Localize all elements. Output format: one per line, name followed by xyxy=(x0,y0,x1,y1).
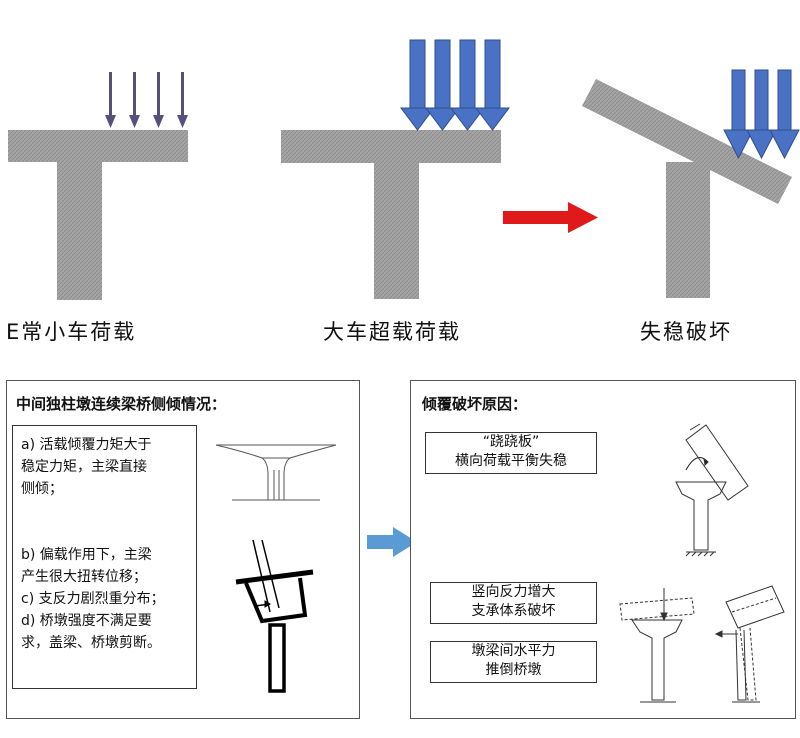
heavy-load-arrows xyxy=(400,39,510,131)
caption-overload: 大车超载荷载 xyxy=(323,320,461,344)
reason-seesaw-line1: “跷跷板” xyxy=(482,434,540,450)
reason-support-failure: 竖向反力增大 支承体系破坏 xyxy=(430,582,597,624)
horizontal-force-sketch xyxy=(714,585,785,703)
cause-line-7: c) 支反力剧烈重分布； xyxy=(21,591,165,607)
box-girder-sketch xyxy=(235,539,314,693)
cause-line-1: a) 活载倾覆力矩大于 xyxy=(21,437,152,453)
reason-horizontal-line2: 推倒桥墩 xyxy=(485,662,542,678)
cause-line-8: d) 桥墩强度不满足要 xyxy=(21,613,152,629)
caption-instability: 失稳破坏 xyxy=(640,320,732,344)
cause-line-5: b) 偏载作用下，主梁 xyxy=(21,547,152,563)
failure-load-arrows xyxy=(723,69,800,160)
support-failure-sketch xyxy=(619,588,695,703)
reason-seesaw-line2: 横向荷载平衡失稳 xyxy=(455,453,567,469)
t-beam-normal xyxy=(8,130,188,300)
reason-horizontal-force: 墩梁间水平力 推倒桥墩 xyxy=(430,641,597,683)
reason-horizontal-line1: 墩梁间水平力 xyxy=(471,643,556,659)
cause-line-3: 侧倾； xyxy=(21,481,63,497)
caption-normal-load: E常小车荷载 xyxy=(6,320,137,344)
small-load-arrows xyxy=(105,72,188,128)
deck-column-sketch xyxy=(215,444,337,501)
reason-seesaw: “跷跷板” 横向荷载平衡失稳 xyxy=(425,432,597,474)
t-beam-failure xyxy=(582,79,792,298)
cause-line-6: 产生很大扭转位移； xyxy=(21,569,147,585)
reason-support-line2: 支承体系破坏 xyxy=(471,603,556,619)
red-arrow xyxy=(503,202,598,233)
t-beam-overload xyxy=(281,130,501,299)
seesaw-pier-sketch xyxy=(675,423,749,557)
left-panel-title: 中间独柱墩连续梁桥侧倾情况： xyxy=(16,395,227,413)
cause-line-2: 稳定力矩，主梁直接 xyxy=(21,459,147,475)
right-panel-title: 倾覆破坏原因： xyxy=(422,395,528,413)
cause-list-box: a) 活载倾覆力矩大于 稳定力矩，主梁直接 侧倾； b) 偏载作用下，主梁 产生… xyxy=(12,425,197,689)
reason-support-line1: 竖向反力增大 xyxy=(471,584,556,600)
cause-line-9: 求，盖梁、桥墩剪断。 xyxy=(21,635,161,651)
